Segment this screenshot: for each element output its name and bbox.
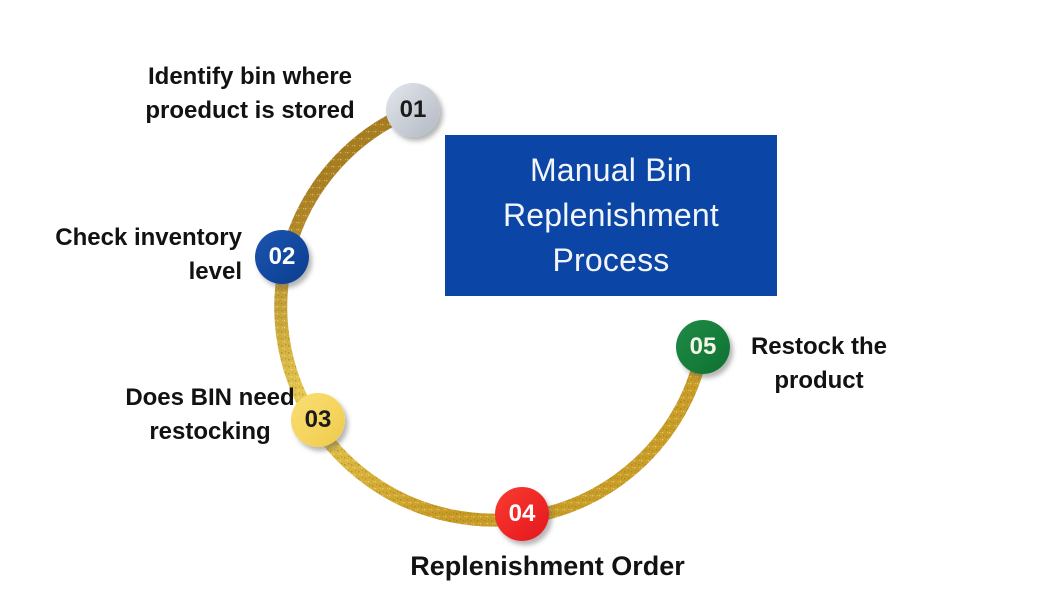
title-line-3: Process [552, 242, 670, 278]
step-label-05: Restock the product [733, 330, 905, 398]
title-line-2: Replenishment [502, 197, 720, 233]
step-label-04: Replenishment Order [370, 550, 725, 582]
step-label-05-line-2: product [774, 367, 864, 394]
title-box: Manual Bin Replenishment Process [445, 135, 777, 296]
step-badge-01: 01 [386, 83, 440, 137]
step-badge-04: 04 [495, 487, 549, 541]
step-badge-03: 03 [291, 393, 345, 447]
step-label-04-line-1: Replenishment Order [410, 551, 685, 581]
step-label-03-line-1: Does BIN need [125, 384, 295, 411]
step-badge-02: 02 [255, 230, 309, 284]
step-label-02-line-2: level [188, 258, 242, 285]
gold-arc-glitter-overlay [274, 103, 710, 527]
step-badge-05: 05 [676, 320, 730, 374]
step-label-01: Identify bin where proeduct is stored [120, 60, 380, 128]
step-number-02: 02 [268, 243, 296, 270]
step-label-03: Does BIN need restocking [90, 381, 330, 449]
step-label-01-line-2: proeduct is stored [145, 97, 355, 124]
step-label-01-line-1: Identify bin where [147, 63, 353, 90]
step-number-05: 05 [689, 333, 717, 360]
title-line-1: Manual Bin [529, 152, 693, 188]
step-label-05-line-1: Restock the [750, 333, 888, 360]
step-number-04: 04 [508, 500, 536, 527]
step-label-03-line-2: restocking [149, 418, 271, 445]
step-label-02: Check inventory level [20, 221, 242, 289]
step-number-03: 03 [304, 406, 332, 433]
step-label-02-line-1: Check inventory [55, 224, 242, 251]
step-number-01: 01 [399, 96, 427, 123]
